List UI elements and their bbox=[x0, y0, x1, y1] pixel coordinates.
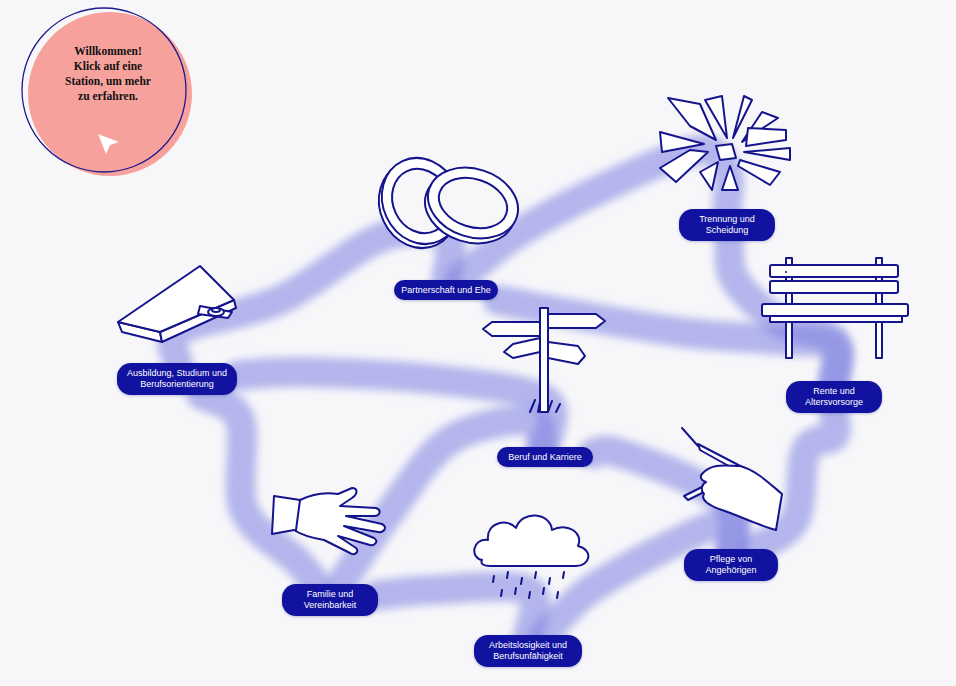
station-pill: Arbeitslosigkeit und Berufsunfähigkeit bbox=[474, 635, 582, 667]
station-pill: Beruf und Karriere bbox=[497, 447, 593, 468]
station-pill: Partnerschaft und Ehe bbox=[394, 280, 498, 301]
station-pill: Pflege von Angehörigen bbox=[684, 549, 778, 581]
station-label: Beruf und Karriere bbox=[503, 452, 587, 463]
station-label: Pflege von Angehörigen bbox=[690, 554, 772, 576]
signpost-icon bbox=[483, 308, 605, 412]
shattered-icon bbox=[660, 96, 790, 190]
station-pill: Ausbildung, Studium und Berufsorientieru… bbox=[117, 363, 237, 395]
rain-cloud-icon bbox=[474, 515, 588, 598]
welcome-circle: Willkommen! Klick auf eine Station, um m… bbox=[18, 4, 198, 180]
welcome-text: Willkommen! Klick auf eine Station, um m… bbox=[60, 44, 156, 104]
road-connector bbox=[378, 586, 535, 635]
station-label: Ausbildung, Studium und Berufsorientieru… bbox=[123, 368, 231, 390]
station-label: Trennung und Scheidung bbox=[685, 214, 769, 236]
clipboard-icon bbox=[118, 266, 236, 342]
station-label: Partnerschaft und Ehe bbox=[400, 285, 492, 296]
road-connector bbox=[201, 395, 316, 584]
bench-icon bbox=[762, 258, 908, 358]
hand-icon bbox=[272, 488, 385, 554]
station-pill: Familie und Vereinbarkeit bbox=[282, 584, 378, 616]
station-label: Familie und Vereinbarkeit bbox=[288, 589, 372, 611]
triangle-icon bbox=[682, 428, 782, 530]
station-pill: Rente und Altersvorsorge bbox=[786, 381, 882, 413]
rings-icon bbox=[365, 145, 527, 261]
station-label: Rente und Altersvorsorge bbox=[792, 386, 876, 408]
station-label: Arbeitslosigkeit und Berufsunfähigkeit bbox=[480, 640, 576, 662]
station-pill: Trennung und Scheidung bbox=[679, 209, 775, 241]
